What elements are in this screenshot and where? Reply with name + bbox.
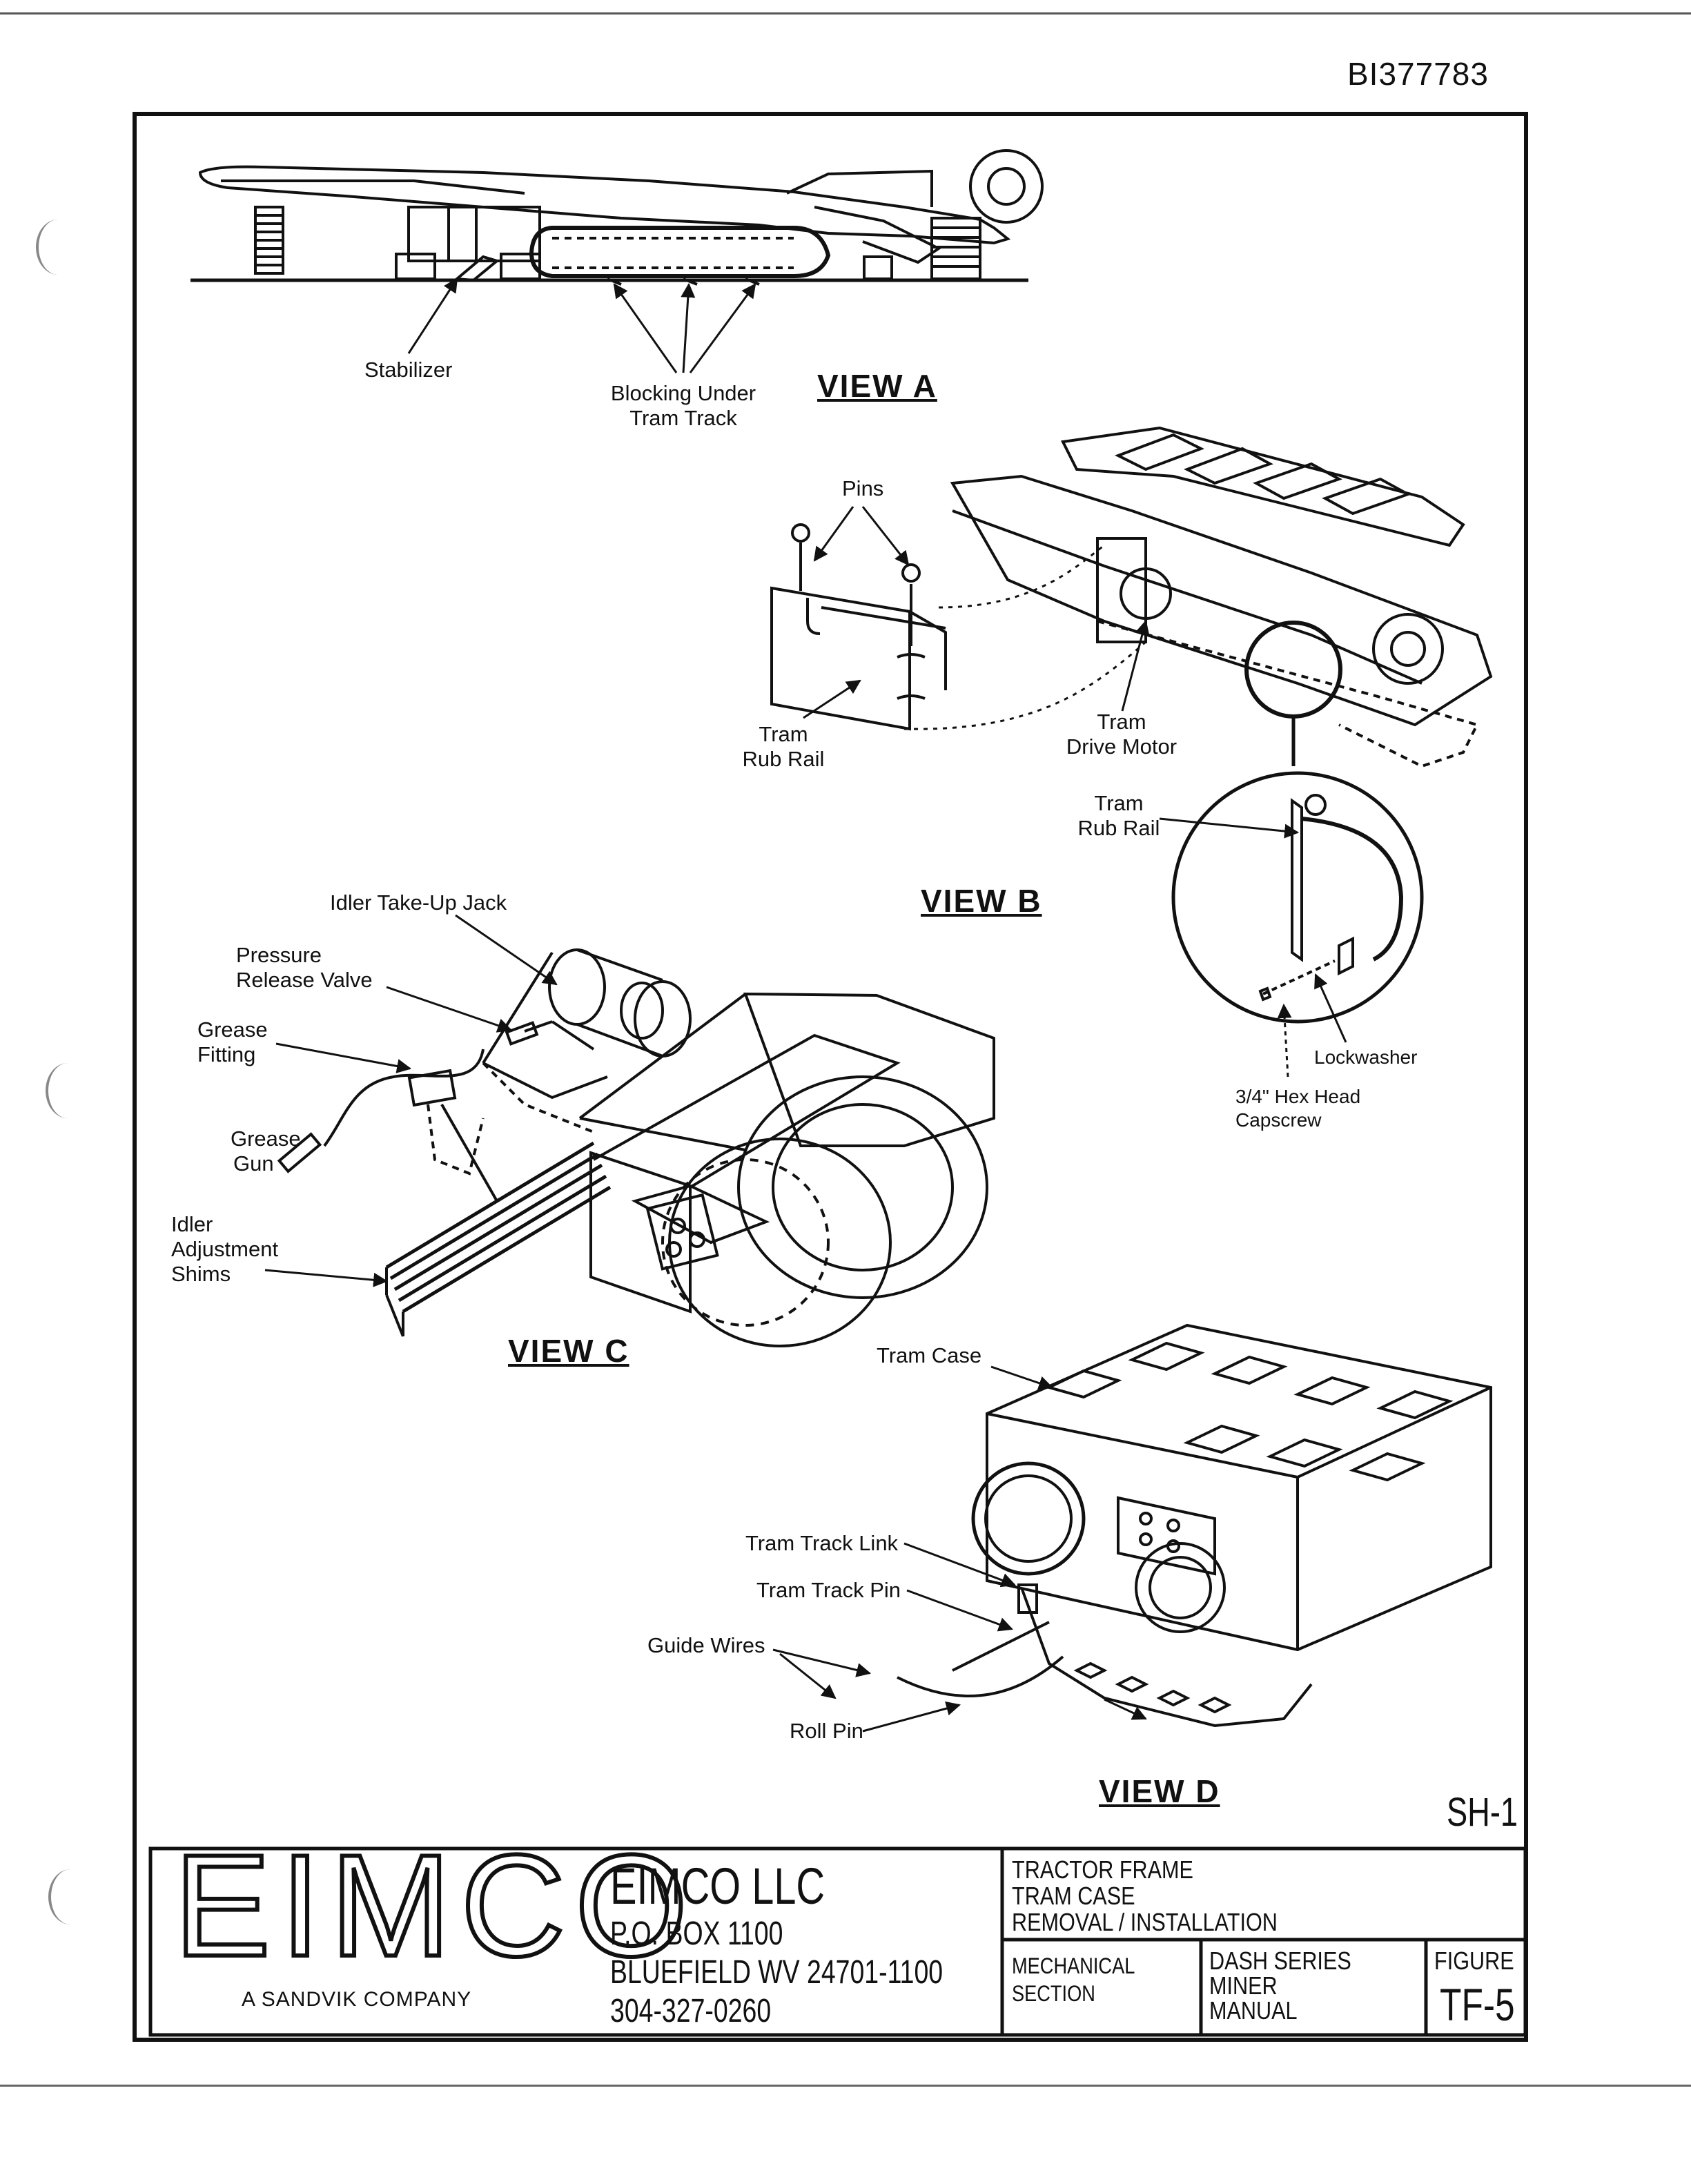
sheet-id: SH-1 (1447, 1790, 1518, 1835)
punch-hole-top (36, 220, 80, 275)
label-line: Grease (197, 1017, 268, 1042)
label-tram-rub-rail-detail: Tram Rub Rail (1053, 791, 1184, 841)
label-tram-track-link: Tram Track Link (745, 1531, 899, 1555)
view-c-title: VIEW C (508, 1333, 629, 1369)
view-a-machine-drawing (190, 149, 1044, 286)
label-line: Capscrew (1235, 1109, 1322, 1131)
label-tram-track-pin: Tram Track Pin (756, 1578, 901, 1602)
figure-label: FIGURE (1434, 1947, 1514, 1975)
drawing-title-line: REMOVAL / INSTALLATION (1012, 1908, 1278, 1936)
top-rule (0, 12, 1691, 14)
label-line: Fitting (197, 1042, 256, 1066)
bottom-rule (0, 2085, 1691, 2087)
label-line: Gun (233, 1151, 274, 1176)
punch-hole-bottom (48, 1869, 92, 1924)
label-hex-head-capscrew: 3/4" Hex Head Capscrew (1235, 1085, 1360, 1132)
manual-line: MANUAL (1209, 1996, 1298, 2025)
drawing-title-line: TRAM CASE (1012, 1882, 1135, 1910)
view-d-title: VIEW D (1099, 1773, 1220, 1809)
label-line: Grease (231, 1127, 301, 1151)
section-line: SECTION (1012, 1981, 1095, 2006)
label-tram-rub-rail: Tram Rub Rail (718, 722, 849, 772)
company-name: EIMCO LLC (610, 1858, 825, 1915)
eimco-logo: EIMCO (172, 1822, 698, 1989)
figure-number: TF-5 (1440, 1979, 1515, 2030)
label-grease-fitting: Grease Fitting (197, 1017, 268, 1067)
label-line: Blocking Under (610, 381, 756, 405)
label-lockwasher: Lockwasher (1314, 1046, 1418, 1068)
label-line: Tram Track (629, 406, 737, 430)
view-d-leaders (772, 1365, 1147, 1733)
drawing-frame (133, 112, 1528, 2042)
manual-line: MINER (1209, 1971, 1278, 2000)
label-tram-case: Tram Case (877, 1343, 982, 1367)
view-b-machine-drawing (770, 426, 1493, 1024)
label-line: Rub Rail (742, 747, 825, 771)
label-pressure-release-valve: Pressure Release Valve (236, 943, 373, 993)
view-a-title: VIEW A (817, 368, 937, 404)
drawing-title-line: TRACTOR FRAME (1012, 1855, 1193, 1884)
label-line: Pressure (236, 943, 322, 967)
address-line: BLUEFIELD WV 24701-1100 (610, 1954, 944, 1991)
label-line: Tram (1097, 710, 1146, 734)
company-tagline: A SANDVIK COMPANY (242, 1988, 472, 2011)
manual-line: DASH SERIES (1209, 1947, 1351, 1975)
label-idler-adjustment-shims: Idler Adjustment Shims (171, 1212, 278, 1287)
document-id: BI377783 (1347, 56, 1489, 92)
label-line: 3/4" Hex Head (1235, 1086, 1361, 1107)
address-line: 304-327-0260 (610, 1993, 772, 2029)
view-d-machine-drawing (897, 1323, 1492, 1728)
label-line: Rub Rail (1077, 816, 1160, 840)
view-a-leaders (407, 277, 756, 373)
label-grease-gun: Grease Gun (231, 1127, 301, 1176)
label-line: Tram (759, 722, 808, 746)
label-roll-pin: Roll Pin (790, 1719, 863, 1743)
label-line: Tram (1094, 791, 1144, 815)
label-guide-wires: Guide Wires (647, 1633, 765, 1657)
label-idler-take-up-jack: Idler Take-Up Jack (330, 890, 507, 915)
label-line: Drive Motor (1066, 734, 1177, 759)
label-pins: Pins (842, 476, 884, 500)
label-line: Adjustment (171, 1237, 279, 1261)
view-c-machine-drawing (277, 948, 995, 1347)
label-line: Release Valve (236, 968, 373, 992)
view-b-leaders (803, 506, 1347, 1078)
label-stabilizer: Stabilizer (364, 358, 453, 382)
view-c-leaders (264, 914, 558, 1287)
label-tram-drive-motor: Tram Drive Motor (1049, 710, 1194, 759)
view-b-title: VIEW B (921, 883, 1042, 919)
title-block-frame (148, 1846, 1527, 2037)
label-line: Shims (171, 1262, 231, 1286)
section-line: MECHANICAL (1012, 1953, 1135, 1978)
punch-hole-middle (46, 1063, 90, 1118)
address-line: P.O. BOX 1100 (610, 1915, 783, 1952)
label-line: Idler (171, 1212, 213, 1236)
label-blocking-under-tram-track: Blocking Under Tram Track (594, 381, 773, 431)
